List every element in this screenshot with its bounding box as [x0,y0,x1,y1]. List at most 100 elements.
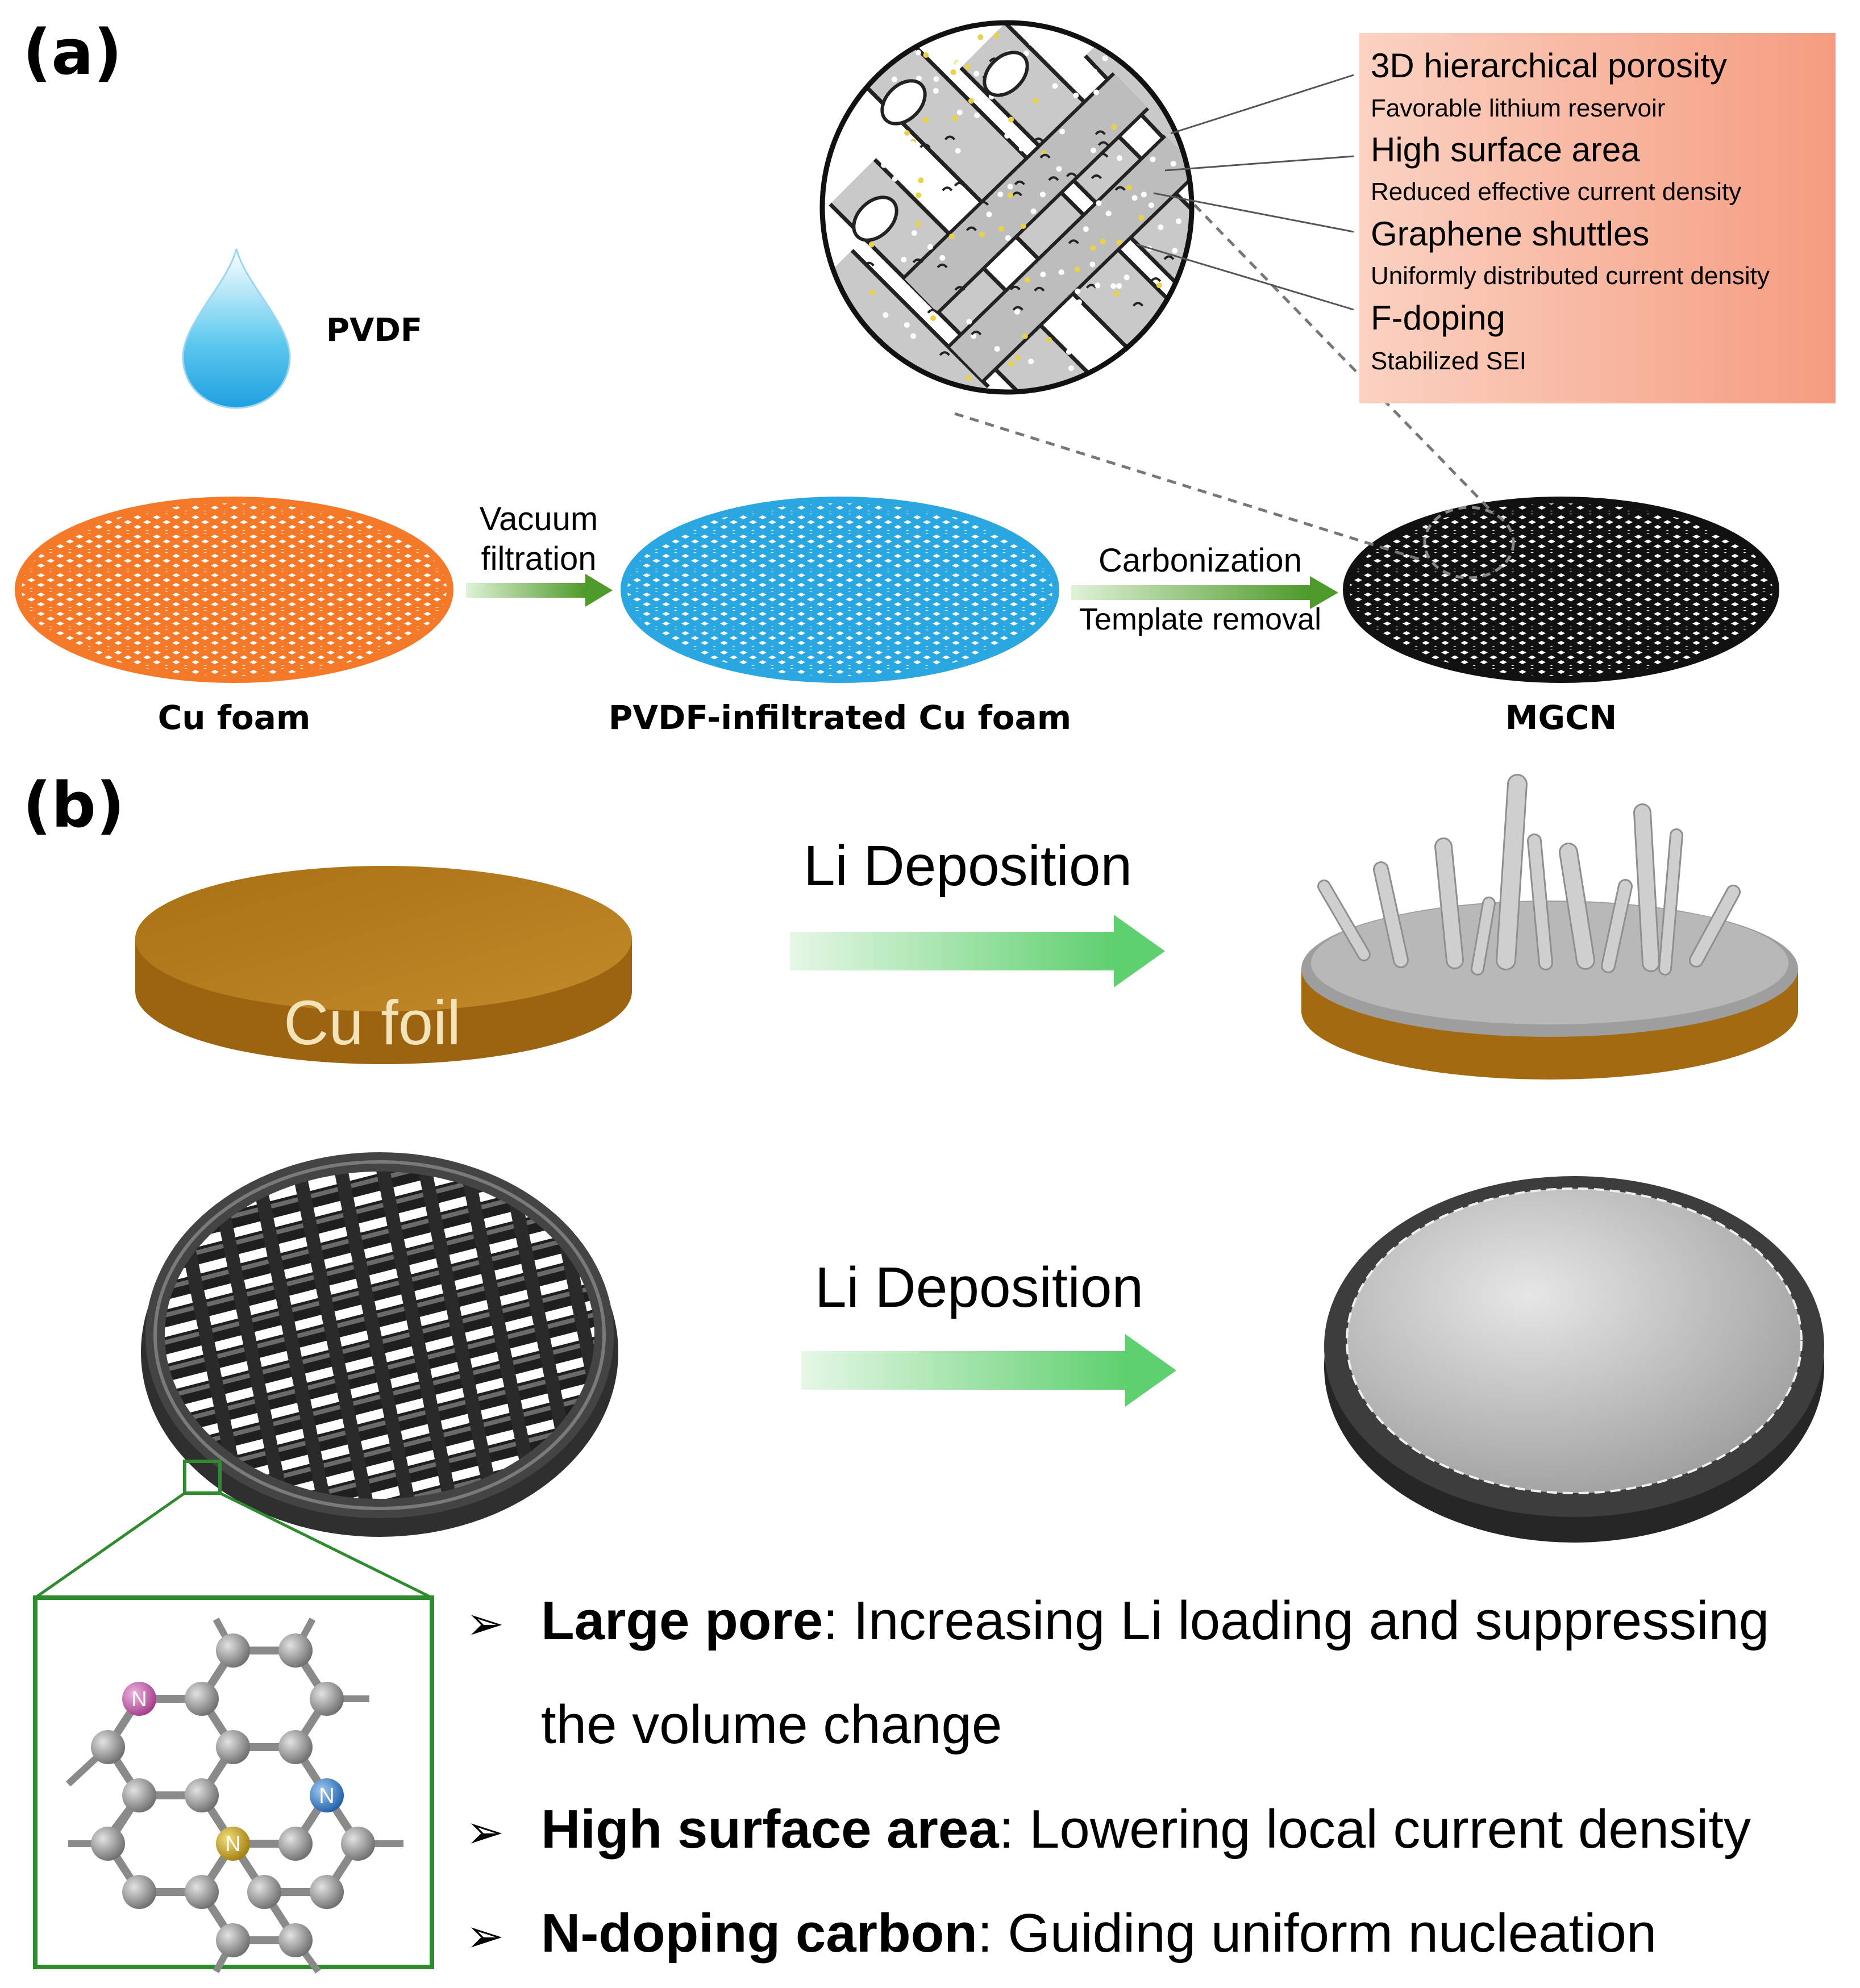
pore-dot [904,130,910,136]
pore-dot [1176,218,1182,224]
mesh-strand [624,500,818,680]
pore-dot [986,211,992,218]
grid-rod [248,1157,335,1514]
graphene-flake [939,351,950,356]
pore-dot [1111,124,1117,130]
dendrite [1660,830,1682,974]
mesh-strand [1778,476,1860,703]
tube [905,74,1147,312]
dendrite [1691,886,1739,966]
pore-dot [966,319,972,325]
pore-dot [1059,128,1066,135]
tube [865,41,1192,390]
step2-line2: Template removal [1079,602,1321,636]
graphene-flake [1097,141,1109,146]
pore-dot [998,226,1004,232]
pore-dot [869,289,876,295]
mesh-strand [1583,500,1776,680]
graphene-flake [971,330,982,336]
graphene-flake [954,181,965,187]
pore-dot [1028,40,1034,46]
pore-dot [916,192,922,198]
bullet-1: Large pore: Increasing Li loading and su… [541,1590,1769,1651]
graphene-flake [942,186,953,191]
pore-dot [837,53,843,59]
pore-dot [842,317,848,323]
pore-dot [940,328,946,334]
pore-dot [1084,381,1091,387]
graphene-flake [833,301,844,307]
grid-rod [290,1157,377,1514]
pore-dot [858,107,864,114]
bullet-3-symbol: ➢ [466,1910,504,1962]
pore-dot [881,162,887,168]
pore-dot [1056,64,1062,70]
inset-connector-left [34,1491,186,1599]
pore-dot [901,256,907,262]
pore-dot [939,255,946,261]
bullet-1-bold: Large pore [541,1590,823,1651]
tube-end [983,51,1029,97]
graphene-flake [1091,174,1102,180]
pore-dot [1124,274,1130,281]
graphene-flake [1097,153,1109,158]
graphene-flake [1033,137,1044,143]
bullet-3: N-doping carbon: Guiding uniform nucleat… [541,1903,1657,1964]
dendrite [1603,881,1631,972]
pore-dot [891,276,897,282]
grid-rod [416,1157,504,1514]
pore-dot [930,315,937,322]
graphene-flake [1068,239,1079,244]
pore-dot [1096,200,1102,206]
mesh-strand [18,500,231,680]
pore-dot [1101,40,1107,46]
pore-dot [1127,56,1133,62]
atom [91,1827,125,1861]
step1-line1: Vacuum [480,501,598,537]
pore-dot [1028,359,1034,365]
li-deposition-label-2: Li Deposition [815,1256,1143,1319]
graphene-flake [1167,42,1179,47]
pore-dot [1009,261,1015,267]
pore-dot [948,234,955,240]
pore-dot [933,87,939,94]
pore-dot [1004,132,1010,139]
mesh-strand [624,500,818,680]
atom [122,1875,156,1909]
pore-dot [1141,191,1147,198]
mesh-strand [1564,500,1776,680]
pore-dot [852,90,859,96]
graphene-flake [927,309,938,314]
atom [216,1633,250,1668]
pore-dot [979,231,985,237]
pore-dot [1056,166,1062,172]
feature-box [1359,33,1836,403]
bullet-3-bold: N-doping carbon [541,1903,977,1964]
mesh-strand [256,500,450,680]
pore-dot [1040,271,1046,277]
dendrite-disc [1301,774,1798,1080]
atom [247,1875,281,1909]
inset-source-marker [183,1460,222,1495]
pore-dot [1090,147,1096,153]
pore-dot [946,68,952,74]
dendrite [1635,805,1658,970]
pore-dot [1093,89,1100,95]
graphene-flake [1163,255,1175,260]
mesh-strand [256,500,450,680]
mesh-strand [18,500,212,680]
pore-dot [892,176,898,182]
pore-dot [1083,387,1089,392]
graphene-flake [1009,285,1021,291]
pore-dot [1039,191,1046,198]
graphene-flake [1114,186,1126,191]
pore-dot [845,373,851,379]
tube-end [852,195,898,242]
pore-dot [1175,34,1181,40]
pore-dot [1148,202,1154,209]
feature-1-title: 3D hierarchical porosity [1371,47,1727,85]
pore-dot [1172,248,1178,254]
pore-dot [870,123,876,130]
pore-dot [966,375,972,381]
pore-dot [904,322,910,328]
